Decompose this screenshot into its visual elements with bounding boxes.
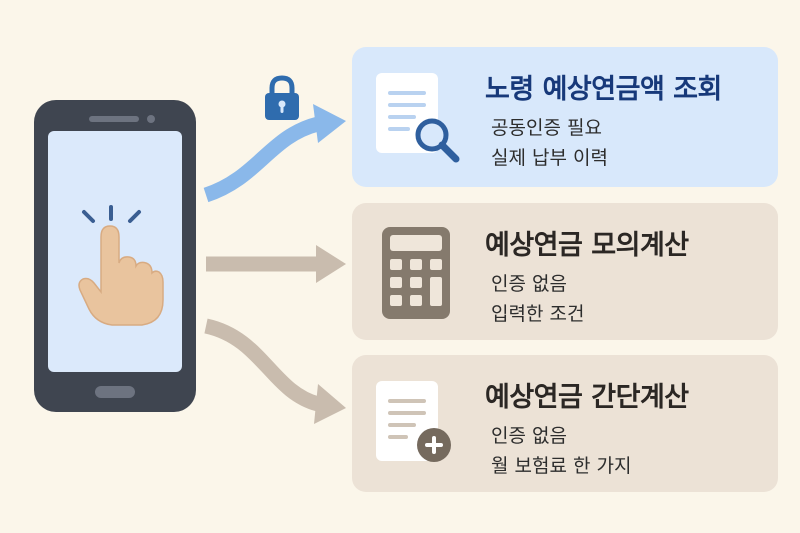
arrow-to-simple <box>204 318 346 424</box>
home-button <box>95 386 135 398</box>
option-detail-auth: 인증 없음 <box>491 425 567 447</box>
option-detail-basis: 월 보험료 한 가지 <box>491 455 632 477</box>
lock-icon <box>265 75 299 120</box>
option-card-simulation[interactable]: 예상연금 모의계산 인증 없음 입력한 조건 <box>352 203 778 340</box>
option-title: 예상연금 간단계산 <box>485 382 689 413</box>
document-search-icon <box>376 73 460 163</box>
arrow-to-official <box>203 104 346 203</box>
option-title: 노령 예상연금액 조회 <box>485 74 722 105</box>
option-card-simple[interactable]: 예상연금 간단계산 인증 없음 월 보험료 한 가지 <box>352 355 778 492</box>
tap-hand-icon <box>78 205 164 326</box>
option-title: 예상연금 모의계산 <box>485 230 689 261</box>
option-detail-basis: 입력한 조건 <box>491 303 585 325</box>
document-plus-icon <box>376 381 451 462</box>
option-detail-auth: 공동인증 필요 <box>491 117 602 139</box>
option-detail-auth: 인증 없음 <box>491 273 567 295</box>
option-detail-basis: 실제 납부 이력 <box>491 147 608 169</box>
arrow-to-simulation <box>206 245 346 283</box>
calculator-icon <box>382 227 450 319</box>
option-card-official[interactable]: 노령 예상연금액 조회 공동인증 필요 실제 납부 이력 <box>352 47 778 187</box>
